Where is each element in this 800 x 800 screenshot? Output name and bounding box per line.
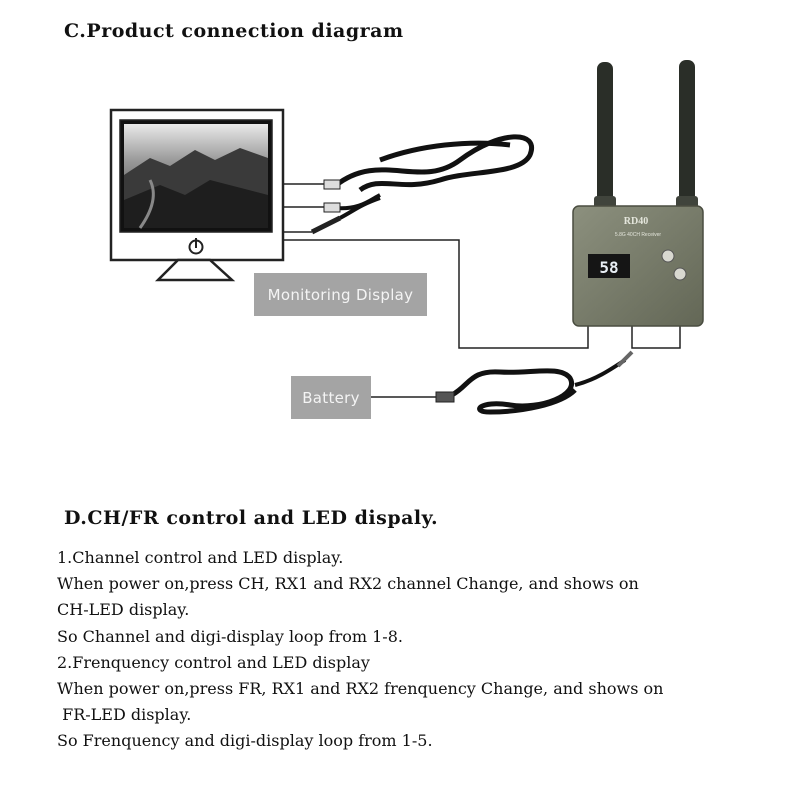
connection-diagram: RD40 5.8G 40CH Receiver 58 [109,60,704,415]
text-line: So Frenquency and digi-display loop from… [57,731,433,751]
section-d-title: D.CH/FR control and LED dispaly. [64,507,439,529]
receiver-led-display: 58 [599,258,618,277]
text-line: CH-LED display. [57,600,190,620]
text-line: So Channel and digi-display loop from 1-… [57,626,403,646]
section-c-title: C.Product connection diagram [64,20,404,42]
av-cable-icon [310,134,534,235]
text-line: When power on,press FR, RX1 and RX2 fren… [57,679,664,699]
text-line: 1.Channel control and LED display. [57,548,344,567]
antenna-icon [594,60,698,210]
text-line: When power on,press CH, RX1 and RX2 chan… [57,574,639,594]
connection-lines [283,183,681,398]
section-d-body: 1.Channel control and LED display. When … [57,545,777,755]
receiver-brand: RD40 [624,216,648,227]
power-cable-icon [435,350,634,415]
receiver-device [572,60,704,327]
text-line: FR-LED display. [57,705,192,725]
receiver-subtitle: 5.8G 40CH Receiver [615,232,661,238]
battery-label: Battery [291,376,371,419]
monitor-icon [109,108,285,282]
monitoring-display-label: Monitoring Display [254,273,427,316]
text-line: 2.Frenquency control and LED display [57,652,370,672]
